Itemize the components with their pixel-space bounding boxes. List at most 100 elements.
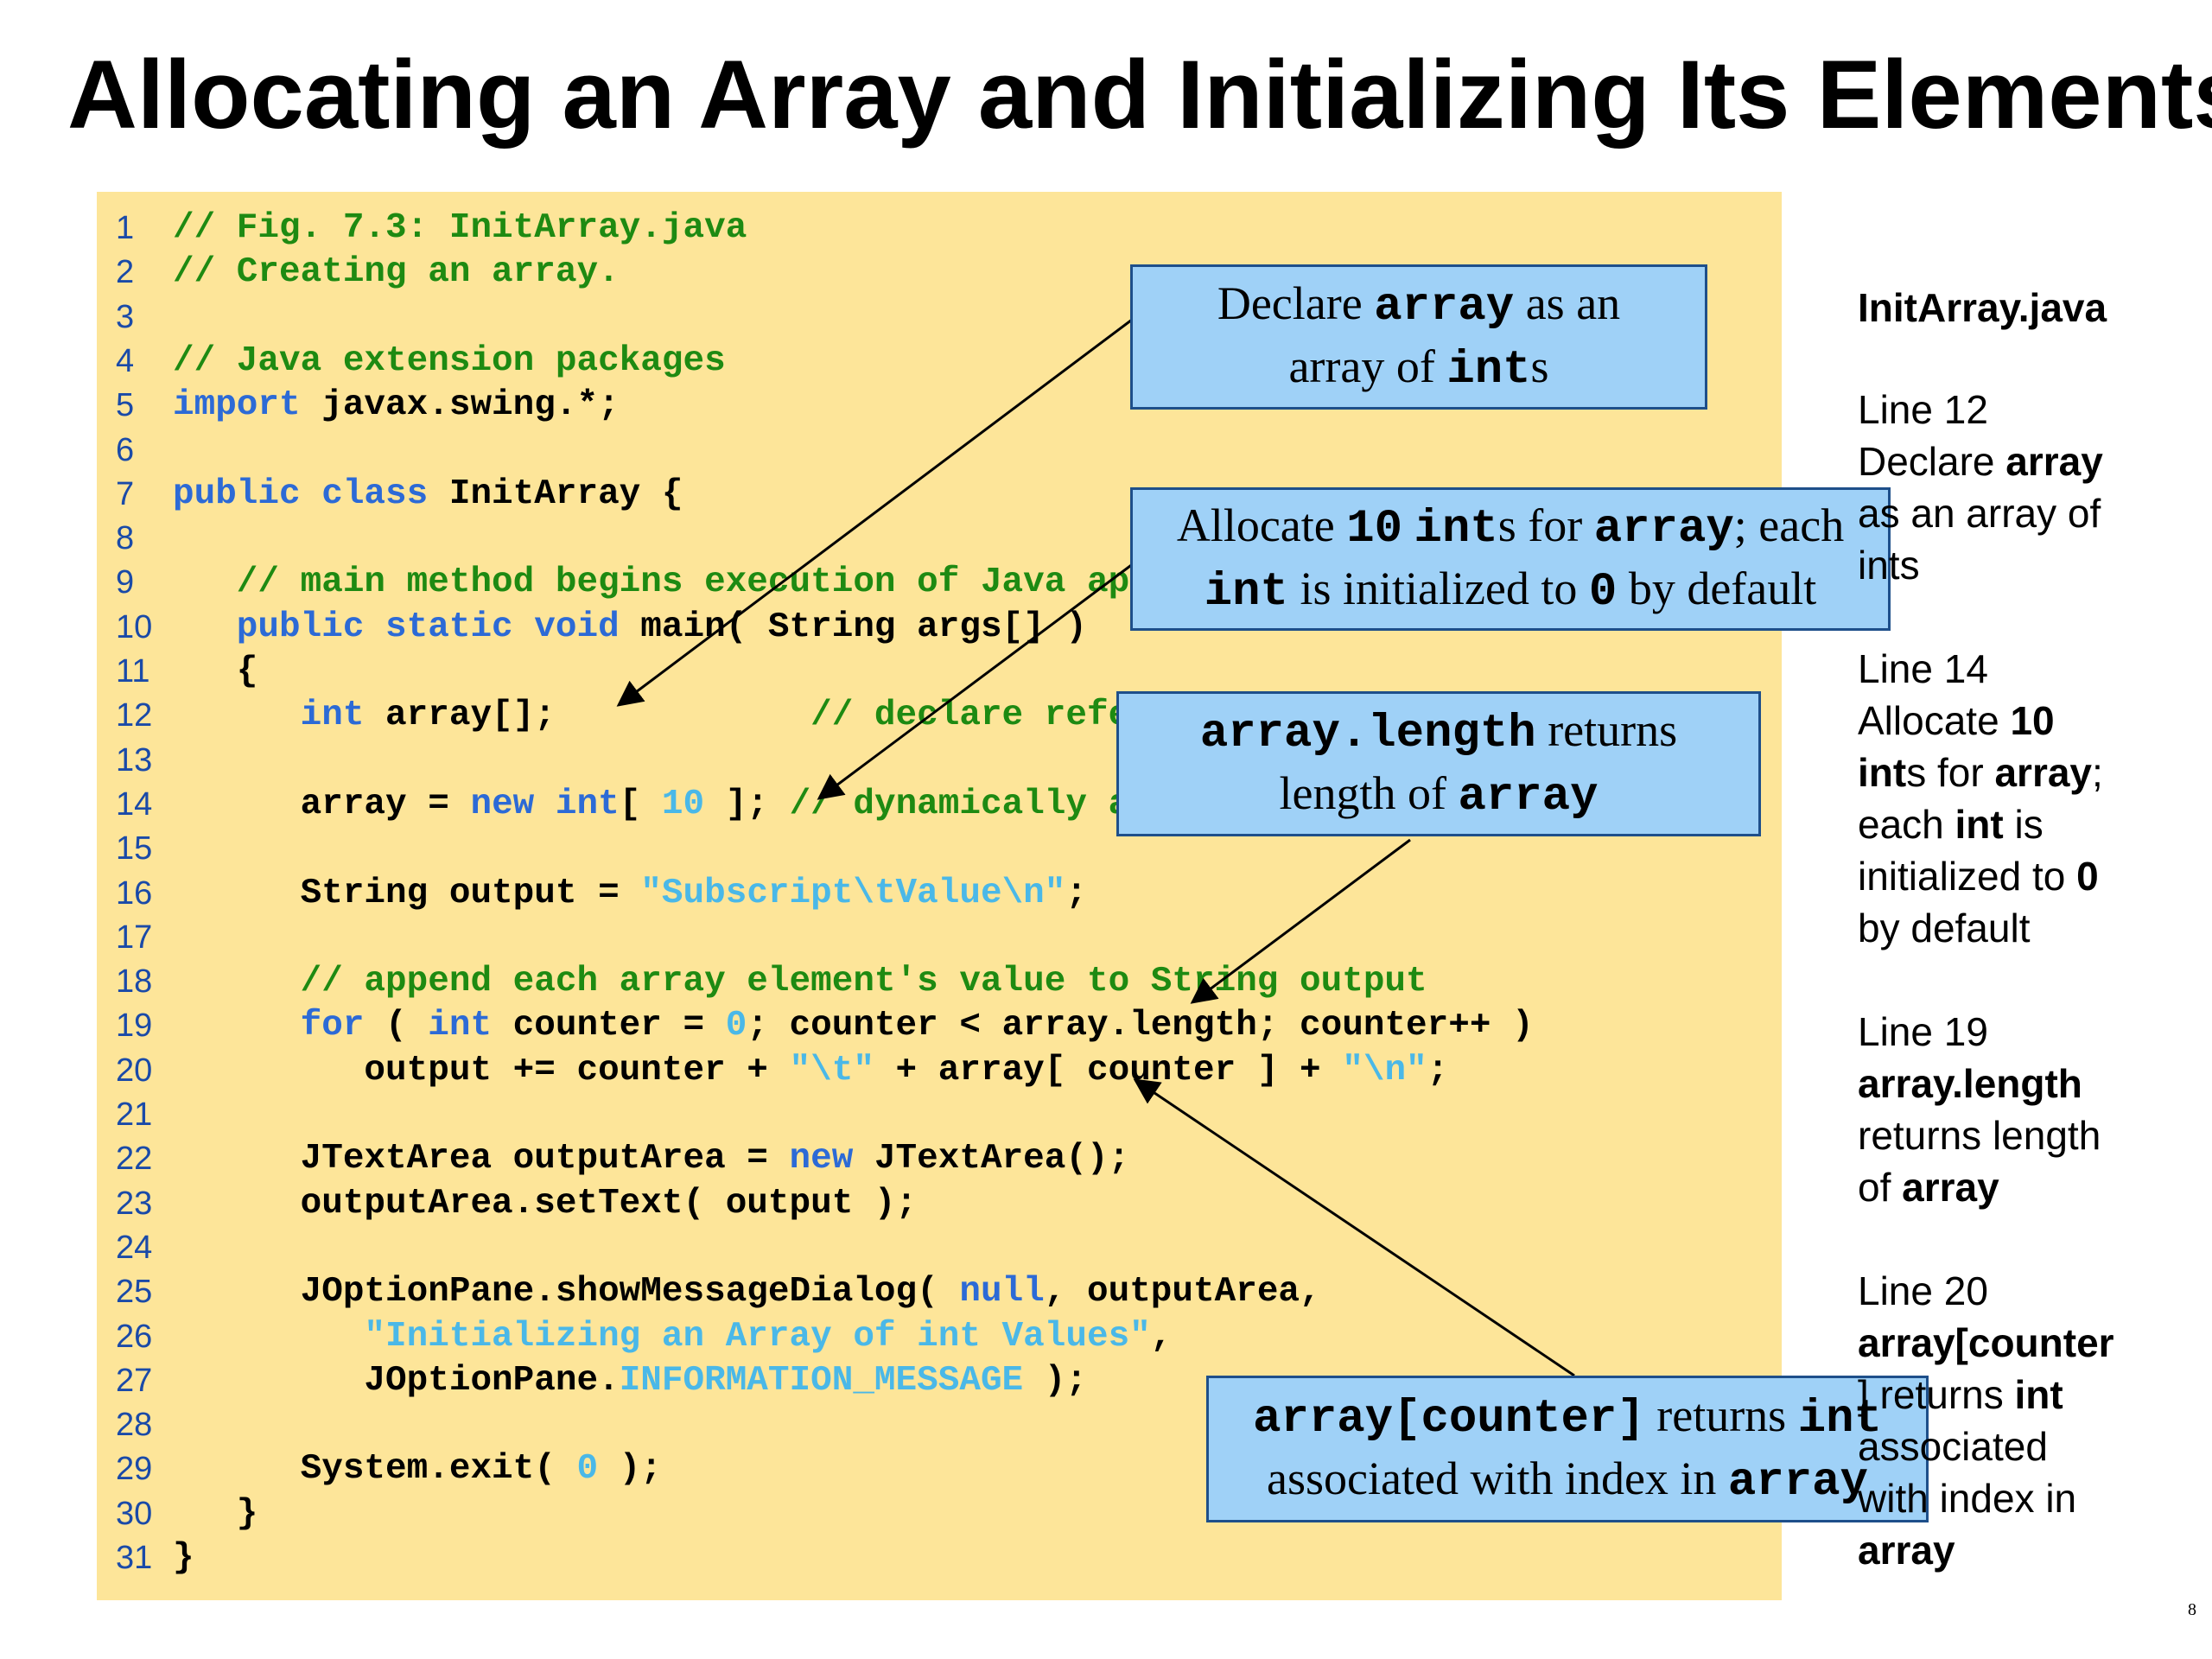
code-token: main( String args[] ): [619, 607, 1087, 647]
code-token: JOptionPane.showMessageDialog(: [173, 1272, 960, 1313]
code-token: );: [598, 1449, 662, 1490]
line-number: 23: [116, 1185, 153, 1222]
code-token: String output =: [173, 873, 641, 913]
line-number: 15: [116, 830, 153, 868]
line-number: 27: [116, 1362, 153, 1399]
code-text: // Fig. 7.3: InitArray.java: [173, 206, 747, 251]
code-token: }: [173, 1538, 194, 1578]
code-token: ;: [1427, 1050, 1449, 1090]
code-token: new int: [470, 784, 620, 824]
code-token: "\t": [789, 1050, 874, 1090]
code-token: );: [1023, 1360, 1087, 1401]
code-text: JTextArea outputArea = new JTextArea();: [173, 1136, 1130, 1181]
code-token: (: [364, 1006, 429, 1046]
code-token: INFORMATION_MESSAGE: [619, 1360, 1024, 1401]
code-token: // Creating an array.: [173, 252, 620, 293]
code-token: counter =: [492, 1006, 726, 1046]
arrow-length: [1190, 838, 1411, 1004]
code-text: outputArea.setText( output );: [173, 1181, 918, 1226]
line-number: 25: [116, 1274, 153, 1311]
code-token: public static void: [173, 607, 620, 647]
line-number: 13: [116, 741, 153, 779]
sidebar-line12: Line 12 Declare array as an array of int…: [1858, 387, 2103, 588]
sidebar-line14: Line 14 Allocate 10 ints for array; each…: [1858, 646, 2103, 950]
callout-array-counter: array[counter] returns int associated wi…: [1206, 1376, 1929, 1522]
line-number: 11: [116, 653, 150, 690]
code-token: ; counter < array.length; counter++ ): [747, 1006, 1534, 1046]
line-number: 10: [116, 608, 153, 645]
code-token: int: [173, 696, 365, 736]
code-token: int: [428, 1006, 493, 1046]
line-number: 12: [116, 697, 153, 734]
line-number: 28: [116, 1407, 153, 1444]
code-token: [: [619, 784, 662, 824]
code-text: }: [173, 1491, 258, 1536]
callout-allocate-array: Allocate 10 ints for array; each int is …: [1130, 487, 1891, 631]
slide-title: Allocating an Array and Initializing Its…: [67, 41, 2212, 149]
callout-declare-array: Declare array as an array of ints: [1130, 264, 1707, 410]
line-number: 4: [116, 342, 135, 379]
code-token: // append each array element's value to …: [173, 962, 1427, 1002]
line-number: 31: [116, 1540, 153, 1576]
code-token: null: [959, 1272, 1045, 1313]
code-text: // Creating an array.: [173, 250, 620, 295]
code-text: // Java extension packages: [173, 339, 726, 384]
code-token: array[];: [364, 696, 811, 736]
line-number: 24: [116, 1229, 153, 1266]
code-token: outputArea.setText( output );: [173, 1183, 918, 1224]
code-token: }: [173, 1493, 258, 1534]
arrow-allocate: [817, 562, 1135, 800]
line-number: 17: [116, 918, 153, 956]
line-number: 30: [116, 1495, 153, 1532]
line-number: 21: [116, 1096, 153, 1133]
sidebar-filename: InitArray.java: [1858, 285, 2107, 330]
code-text: JOptionPane.showMessageDialog( null, out…: [173, 1269, 1321, 1314]
code-token: 0: [576, 1449, 599, 1490]
arrow-declare: [616, 318, 1133, 707]
code-text: public class InitArray {: [173, 472, 683, 517]
code-token: "Initializing an Array of int Values": [173, 1316, 1151, 1357]
code-text: System.exit( 0 );: [173, 1446, 662, 1491]
code-token: JTextArea();: [853, 1139, 1130, 1179]
line-number: 7: [116, 475, 135, 512]
code-token: ,: [1150, 1316, 1173, 1357]
line-number: 19: [116, 1007, 153, 1045]
line-number: 14: [116, 785, 153, 823]
page-number: 8: [2188, 1600, 2196, 1619]
code-token: // Java extension packages: [173, 340, 726, 381]
line-number: 16: [116, 874, 153, 912]
line-number: 1: [116, 210, 135, 246]
code-token: System.exit(: [173, 1449, 577, 1490]
arrow-counter: [1133, 1078, 1575, 1377]
code-token: output += counter +: [173, 1050, 790, 1090]
code-text: // append each array element's value to …: [173, 959, 1427, 1004]
line-number: 22: [116, 1141, 153, 1178]
code-text: public static void main( String args[] ): [173, 605, 1087, 650]
code-token: public class: [173, 474, 429, 514]
code-text: "Initializing an Array of int Values",: [173, 1314, 1172, 1359]
code-text: String output = "Subscript\tValue\n";: [173, 871, 1087, 916]
code-token: "Subscript\tValue\n": [640, 873, 1066, 913]
code-text: }: [173, 1535, 194, 1580]
line-number: 8: [116, 520, 135, 557]
code-token: + array[ counter ] +: [874, 1050, 1343, 1090]
line-number: 3: [116, 298, 135, 335]
line-number: 18: [116, 963, 153, 1001]
line-number: 5: [116, 387, 135, 424]
code-text: import javax.swing.*;: [173, 383, 620, 428]
code-token: ];: [704, 784, 790, 824]
code-token: JOptionPane.: [173, 1360, 620, 1401]
callout-array-length: array.length returns length of array: [1116, 691, 1761, 836]
code-text: JOptionPane.INFORMATION_MESSAGE );: [173, 1358, 1087, 1403]
sidebar-line20: Line 20 array[counter ] returns int asso…: [1858, 1268, 2114, 1573]
line-number: 2: [116, 254, 135, 291]
sidebar-line19: Line 19 array.length returns length of a…: [1858, 1009, 2101, 1210]
code-token: 10: [661, 784, 705, 824]
code-token: import: [173, 385, 301, 426]
code-text: {: [173, 649, 258, 694]
line-number: 20: [116, 1052, 153, 1089]
line-number: 29: [116, 1451, 153, 1488]
code-token: javax.swing.*;: [300, 385, 620, 426]
code-token: array =: [173, 784, 471, 824]
